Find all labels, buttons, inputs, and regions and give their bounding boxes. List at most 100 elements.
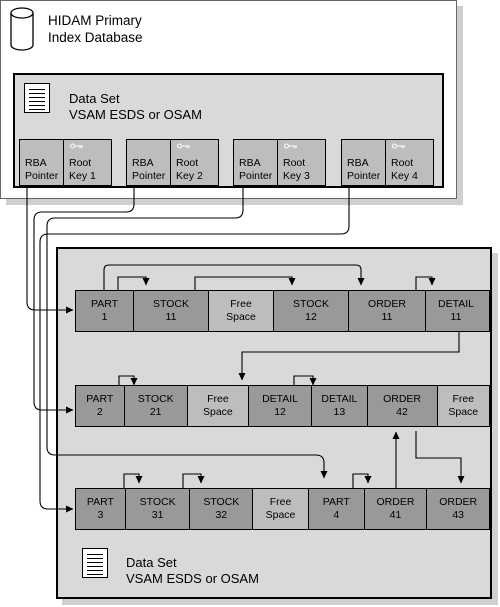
rba-pointer-label: RBA	[132, 157, 154, 169]
document-icon	[24, 83, 50, 113]
data-dataset-label-line2: VSAM ESDS or OSAM	[126, 571, 259, 586]
key-icon	[284, 143, 297, 149]
segment-id: 41	[389, 509, 402, 521]
segment-name: DETAIL	[321, 393, 358, 405]
primary-db-title-line2: Index Database	[48, 30, 143, 45]
segment-id: 42	[396, 406, 408, 418]
segment-name: ORDER	[376, 496, 415, 508]
segment-id: Space	[448, 406, 479, 418]
segment-name: PART	[90, 298, 119, 310]
primary-db-title-line1: HIDAM Primary	[48, 13, 142, 28]
document-icon	[82, 548, 108, 578]
segment-id: 31	[151, 509, 164, 521]
segment-id: 4	[333, 509, 340, 521]
rba-pointer-label: Pointer	[239, 170, 273, 182]
rba-pointer-label: RBA	[239, 157, 261, 169]
segment-name: Free	[269, 496, 292, 508]
segment-id: 11	[450, 311, 462, 323]
segment-name: ORDER	[383, 393, 421, 405]
segment-id: 21	[149, 406, 162, 418]
index-dataset-label-line1: Data Set	[69, 91, 120, 106]
root-key-label: Root	[69, 157, 92, 169]
rba-pointer-label: Pointer	[347, 170, 381, 182]
data-dataset-label-line1: Data Set	[126, 555, 177, 570]
segment-id: 2	[96, 406, 103, 418]
root-key-label: Key 1	[69, 170, 96, 182]
database-icon	[10, 7, 34, 51]
key-icon	[392, 143, 405, 149]
root-key-label: Root	[391, 157, 414, 169]
key-icon	[177, 143, 190, 149]
segment-name: Free	[207, 393, 229, 405]
segment-id: 32	[215, 509, 228, 521]
root-key-label: Root	[176, 157, 199, 169]
root-key-label: Key 2	[176, 170, 203, 182]
segment-id: Space	[226, 311, 256, 323]
root-key-label: Key 3	[283, 170, 310, 182]
rba-pointer-label: RBA	[347, 157, 369, 169]
segment-id: 11	[381, 311, 393, 323]
segment-id: Space	[265, 509, 296, 521]
segment-id: 12	[274, 406, 286, 418]
segment-id: 12	[305, 311, 317, 323]
root-key-label: Key 4	[391, 170, 418, 182]
segment-id: 3	[97, 509, 104, 521]
segment-name: STOCK	[153, 298, 189, 310]
key-icon	[70, 143, 83, 149]
rba-pointer-label: RBA	[25, 157, 47, 169]
segment-name: PART	[322, 496, 350, 508]
segment-id: 11	[165, 311, 177, 323]
segment-name: PART	[86, 496, 114, 508]
segment-name: DETAIL	[438, 298, 474, 310]
segment-name: Free	[452, 393, 475, 405]
segment-name: ORDER	[368, 298, 406, 310]
segment-id: 1	[101, 311, 108, 323]
segment-id: 13	[333, 406, 346, 418]
rba-pointer-label: Pointer	[25, 170, 59, 182]
